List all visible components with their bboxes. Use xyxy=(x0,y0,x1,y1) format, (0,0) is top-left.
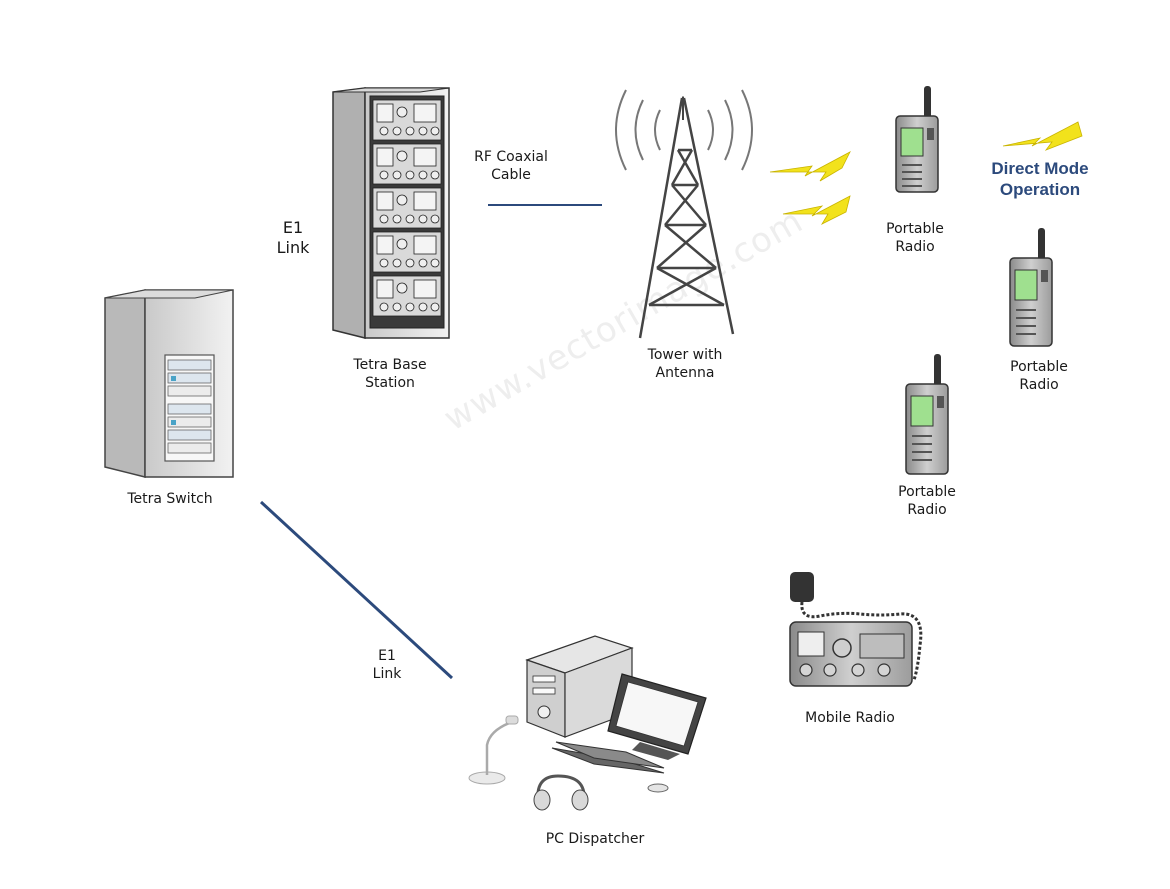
portable-radio-icon xyxy=(1009,228,1053,347)
portable-radio-icon xyxy=(905,354,949,475)
pc-dispatcher-label: PC Dispatcher xyxy=(545,831,645,847)
tetra-switch-icon xyxy=(104,289,234,478)
mobile-radio-icon xyxy=(789,572,923,687)
tower-icon xyxy=(638,96,735,339)
pc-dispatcher-icon xyxy=(468,635,707,811)
e1-link-line-bottom xyxy=(259,500,454,680)
signal-waves-icon xyxy=(615,89,753,171)
tetra-switch-label: Tetra Switch xyxy=(127,491,213,507)
lightning-icon xyxy=(769,121,1083,225)
portable-radio-icon xyxy=(895,86,939,193)
base-station-icon xyxy=(332,87,450,339)
mobile-radio-label: Mobile Radio xyxy=(805,710,895,726)
